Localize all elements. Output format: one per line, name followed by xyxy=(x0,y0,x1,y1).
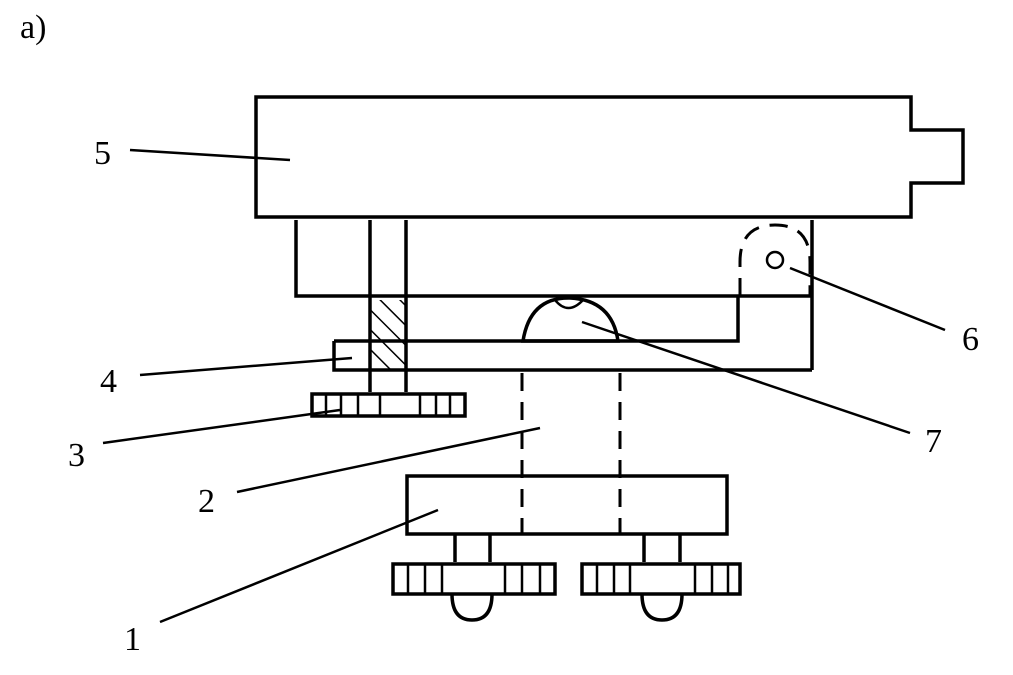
label-7: 7 xyxy=(925,423,942,460)
leader-5 xyxy=(129,148,291,162)
leader-2 xyxy=(236,426,541,494)
panel-label: a) xyxy=(20,9,46,46)
leader-1 xyxy=(159,508,439,624)
label-1: 1 xyxy=(124,621,141,658)
label-3: 3 xyxy=(68,437,85,474)
tilting-plate xyxy=(332,296,812,372)
tilting-screw-knob xyxy=(310,392,467,418)
foot-screw-knob-right xyxy=(580,562,742,622)
leader-3 xyxy=(102,408,341,445)
label-6: 6 xyxy=(962,321,979,358)
label-4: 4 xyxy=(100,363,117,400)
bearing-ball xyxy=(520,296,621,343)
foot-stem-right xyxy=(642,535,682,562)
support-block xyxy=(294,220,814,370)
leader-4 xyxy=(139,356,353,377)
label-5: 5 xyxy=(94,135,111,172)
label-2: 2 xyxy=(198,483,215,520)
leader-6 xyxy=(789,266,946,332)
hatched-screw-section xyxy=(370,300,406,370)
telescope-body xyxy=(254,95,965,219)
pivot-dashed-circle xyxy=(738,223,812,296)
foot-screw-knob-left xyxy=(391,562,557,622)
base-plate xyxy=(405,474,729,536)
bearing-cap xyxy=(554,299,584,310)
leader-7 xyxy=(581,320,911,435)
foot-stem-left xyxy=(453,535,492,562)
pivot-pin xyxy=(765,250,785,270)
